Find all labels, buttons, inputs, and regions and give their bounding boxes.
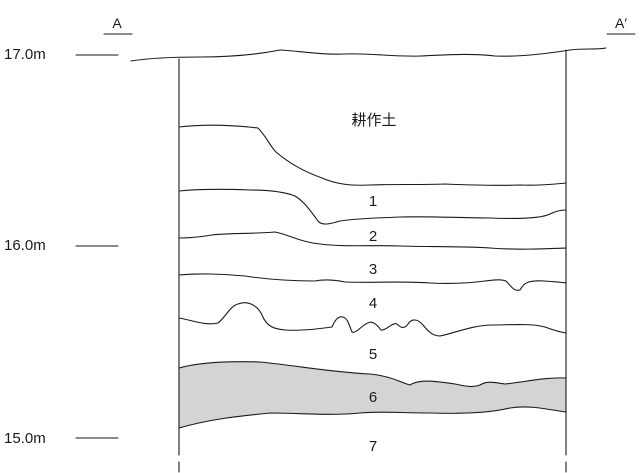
layer-label-6: 6 [369,389,377,406]
boundary-2 [178,231,567,250]
section-marker-left: A [103,15,133,35]
layer-label-7: 7 [369,438,377,455]
section-label-left: A [112,15,122,31]
layer-label-1: 1 [369,193,377,210]
layer-label-topsoil: 耕作土 [351,111,396,129]
section-label-right: A′ [615,15,627,31]
boundary-topsoil [178,124,567,186]
layer-label-4: 4 [369,295,377,312]
boundary-1 [178,188,567,225]
ground-surface [130,47,607,62]
boundary-5 [178,361,567,388]
boundary-4 [178,302,567,337]
layer-label-5: 5 [369,346,377,363]
layer-label-2: 2 [369,228,377,245]
elevation-label-17: 17.0m [4,46,46,63]
elevation-scale: 17.0m 16.0m 15.0m [4,46,119,447]
elevation-label-16: 16.0m [4,237,46,254]
boundary-6 [178,406,567,429]
elevation-label-15: 15.0m [4,430,46,447]
layer-label-3: 3 [369,261,377,278]
boundary-3 [178,273,567,291]
layer-6-fill [179,361,566,428]
section-marker-right: A′ [606,15,636,35]
